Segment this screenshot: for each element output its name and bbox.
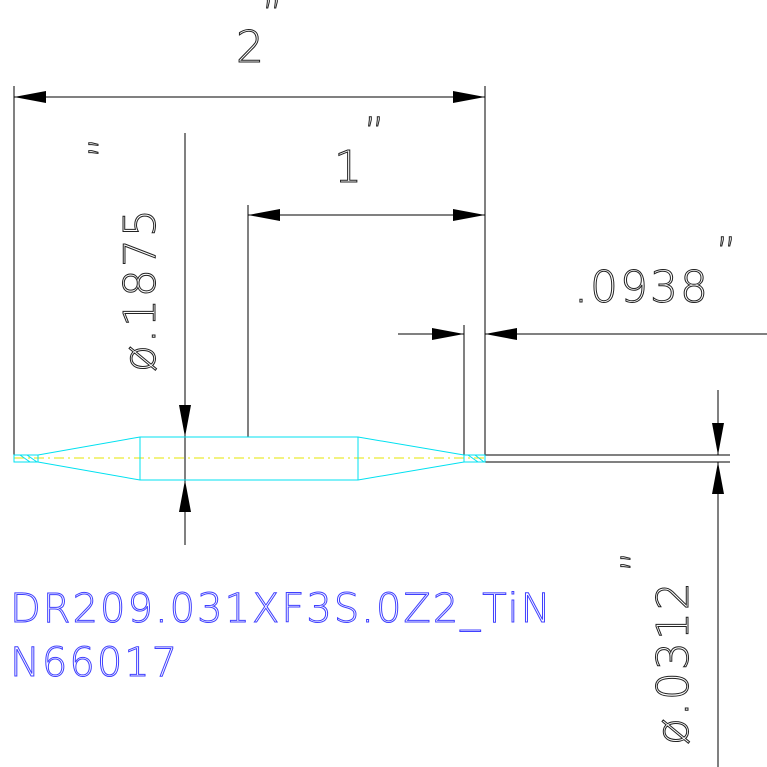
arrow-left [14,91,46,103]
part-code: N66017 [10,640,179,686]
overall-length-label: 2 [236,22,266,73]
tip-length-label: .0938 [574,262,710,313]
tip-diameter-dimension: ø.0312 ” [485,390,730,767]
body-length-inch-mark: ” [364,110,387,156]
arrow-left [248,209,280,221]
left-tip-hatch-2 [26,454,38,463]
arrow-up [179,480,191,512]
drill-outline [13,436,486,481]
right-tip-hatch [467,454,479,463]
part-info: DR209.031XF3S.0Z2_TiN N66017 [10,586,553,687]
left-tip-hatch [19,454,31,463]
tip-diameter-inch-mark: ” [614,549,660,572]
overall-length-dimension: 2 ” [13,0,486,460]
right-tip-hatch-2 [474,454,485,463]
part-number: DR209.031XF3S.0Z2_TiN [10,586,553,632]
shank-diameter-inch-mark: ” [82,135,128,158]
overall-length-inch-mark: ” [262,0,285,38]
arrow-right [453,209,485,221]
tip-diameter-label: ø.0312 [648,580,699,745]
tip-length-dimension: .0938 ” [398,230,767,460]
body-length-label: 1 [334,142,364,193]
arrow-left [485,328,517,340]
arrow-right [453,91,485,103]
shank-diameter-label: ø.1875 [115,207,166,372]
shank-diameter-dimension: ø.1875 ” [82,133,191,545]
arrow-right [432,328,464,340]
arrow-up [712,462,724,494]
arrow-down [712,423,724,455]
arrow-down [179,405,191,437]
body-length-dimension: 1 ” [247,110,485,437]
tip-length-inch-mark: ” [716,230,739,276]
